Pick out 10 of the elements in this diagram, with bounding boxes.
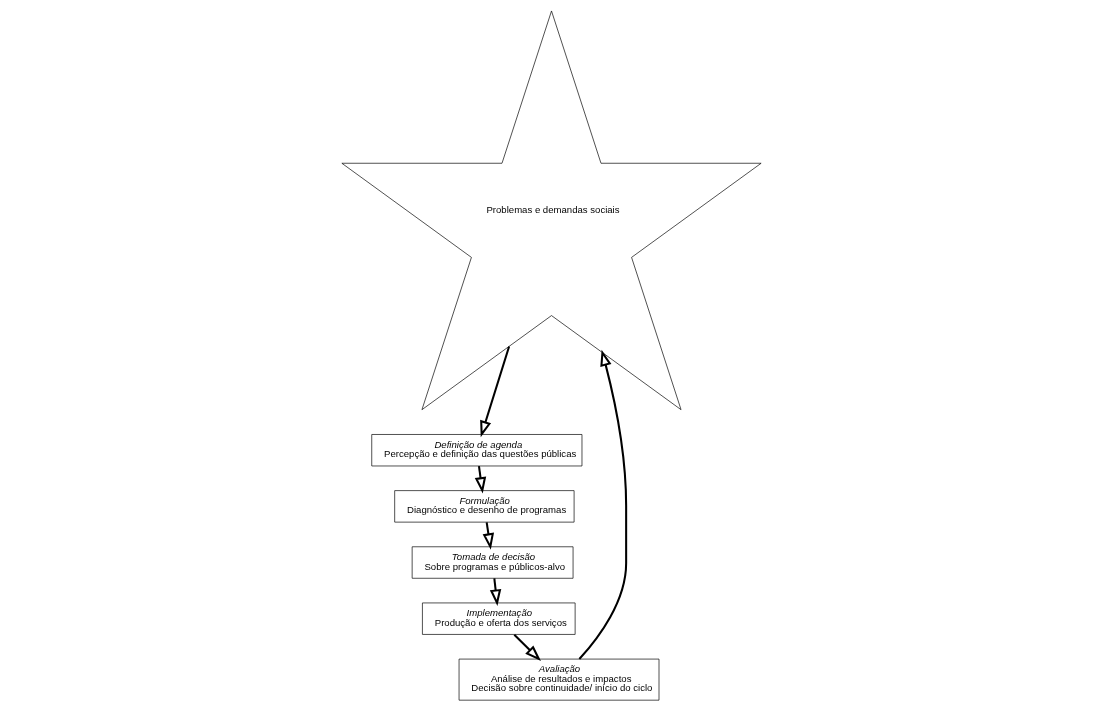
arrow bbox=[578, 349, 628, 660]
node-box: Formulação Diagnóstico e desenho de programas bbox=[394, 490, 575, 523]
node-box: Tomada de decisão Sobre programas e públicos-alvo bbox=[411, 546, 574, 579]
arrow bbox=[482, 522, 495, 550]
node-box: Implementação Produção e oferta dos serviços bbox=[422, 602, 576, 635]
arrow bbox=[513, 633, 541, 662]
arrow bbox=[474, 466, 487, 494]
node-box: Definição de agenda Percepção e definição das questões públicas bbox=[371, 434, 583, 467]
arrow bbox=[480, 346, 511, 438]
node-box: Avaliação Análise de resultados e impactos Decisão sobre continuidade/ início do ciclo bbox=[458, 658, 660, 701]
